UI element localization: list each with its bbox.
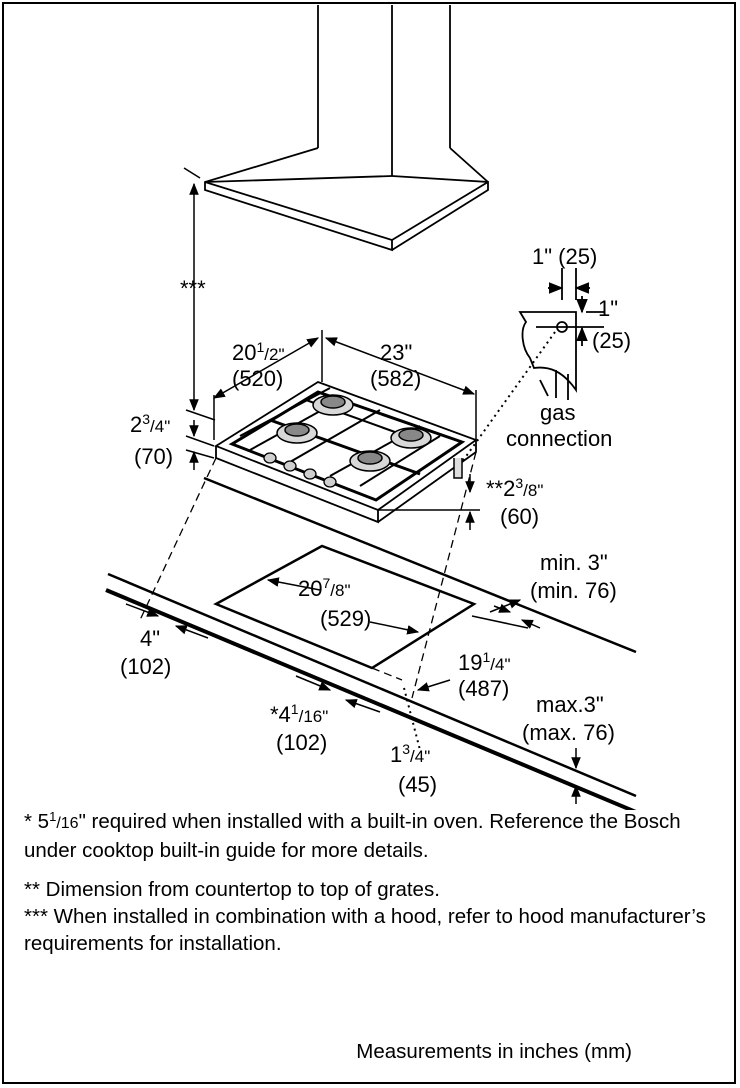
front-clearance-label: *41/16": [270, 701, 328, 727]
cutout-width-mm-label: (529): [320, 606, 371, 631]
grate-height-label: **23/8": [486, 475, 543, 501]
gas-side-mm-label: (25): [592, 328, 631, 353]
back-clearance-dimension: [493, 603, 541, 629]
hood-clearance-dimension: [183, 167, 216, 421]
height-dimension: [185, 420, 215, 470]
measurements-footer: Measurements in inches (mm): [356, 1040, 632, 1063]
gas-side-label: 1": [598, 296, 618, 321]
left-clearance-dimension: [125, 603, 209, 639]
height-mm-label: (70): [134, 444, 173, 469]
gas-label-line2: connection: [506, 426, 612, 451]
thickness-label: max.3": [536, 692, 604, 717]
gas-connection-detail: [518, 268, 604, 400]
control-knobs: [263, 452, 337, 488]
width-dimension: [212, 330, 477, 440]
note-built-in-oven: * 51/16" required when installed with a …: [24, 809, 681, 862]
depth-mm-label: (582): [370, 366, 421, 391]
back-clearance-label: min. 3": [540, 550, 608, 575]
left-clearance-label: 4": [140, 626, 160, 651]
cutout-depth-label: 191/4": [458, 649, 511, 675]
cutout: [213, 544, 477, 670]
note-hood-requirements: *** When installed in combination with a…: [24, 905, 706, 955]
gas-leader-line: [461, 331, 556, 463]
note-grate-dimension: ** Dimension from countertop to top of g…: [24, 878, 440, 901]
burners: [276, 394, 432, 472]
front-edge-mm-label: (45): [398, 772, 437, 797]
front-clearance-mm-label: (102): [276, 730, 327, 755]
cutout-depth-dimension: [416, 599, 529, 692]
cutout-width-label: 207/8": [298, 575, 351, 601]
gas-pipe-stub: [453, 458, 463, 479]
back-clearance-mm-label: (min. 76): [530, 578, 617, 603]
left-clearance-mm-label: (102): [120, 654, 171, 679]
front-clearance-dimension: [295, 675, 381, 713]
projection-lines: [139, 451, 477, 699]
installation-notes: * 51/16" required when installed with a …: [24, 808, 724, 967]
cutout-width-dimension: [266, 577, 420, 635]
grate-height-mm-label: (60): [500, 504, 539, 529]
width-mm-label: (520): [232, 366, 283, 391]
hood-clearance-label: ***: [180, 276, 206, 301]
width-label: 201/2": [232, 339, 285, 365]
cutout-depth-mm-label: (487): [458, 676, 509, 701]
thickness-mm-label: (max. 76): [522, 720, 615, 745]
cooktop-installation-diagram: *** 201/2: [105, 5, 637, 810]
gas-label-line1: gas: [540, 400, 575, 425]
depth-label: 23": [380, 340, 412, 365]
front-edge-label: 13/4": [390, 741, 430, 767]
countertop: [105, 476, 637, 810]
gas-top-label: 1" (25): [532, 244, 597, 269]
grate-height-dimension: [378, 474, 480, 530]
range-hood: [204, 5, 489, 252]
height-label: 23/4": [130, 411, 170, 437]
